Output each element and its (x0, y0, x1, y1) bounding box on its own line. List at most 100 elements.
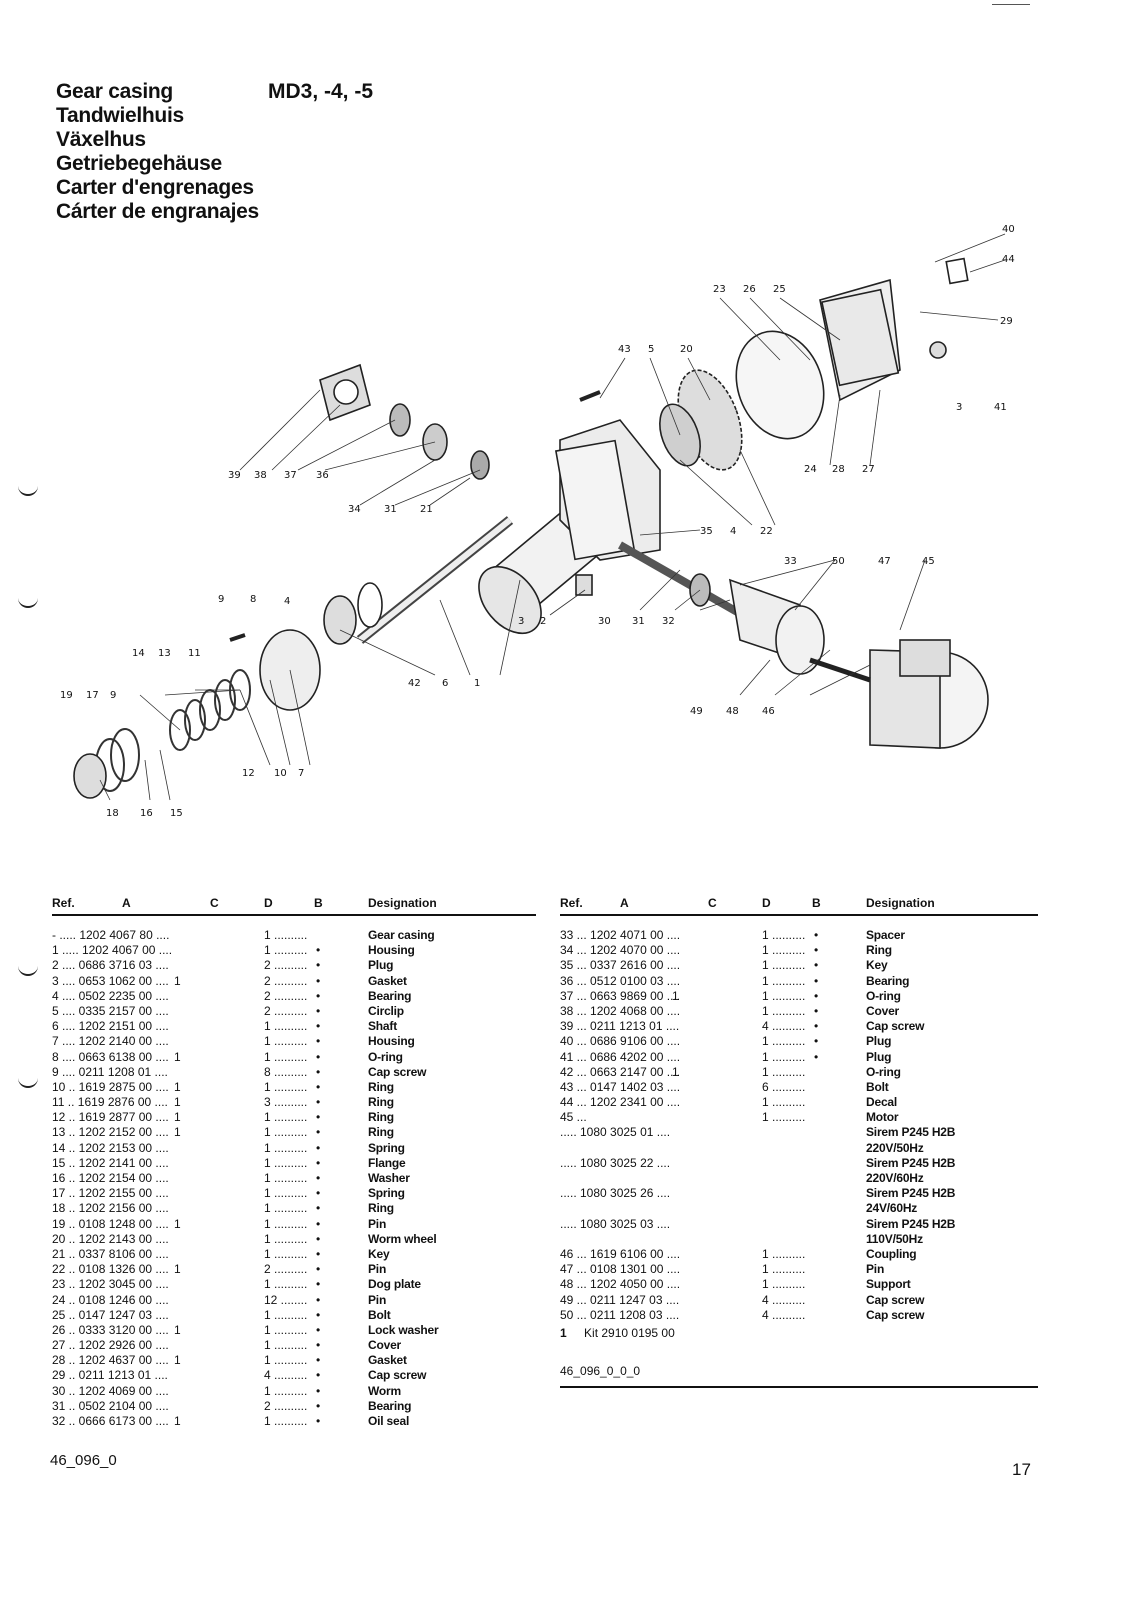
part-ref: 41 ... 0686 4202 00 .... (560, 1049, 681, 1064)
callout-number: 9 (218, 594, 224, 605)
qty-d: 1 .......... (762, 943, 806, 958)
part-designation: Bolt (368, 1307, 391, 1322)
part-ref: 3 .... 0653 1062 00 .... (52, 973, 169, 988)
callout-number: 47 (878, 556, 891, 567)
table-row: 41 ... 0686 4202 00 ....1 ..........•Plu… (560, 1050, 1038, 1065)
marker-b: • (316, 1246, 321, 1261)
marker-b: • (316, 1216, 321, 1231)
qty-d: 1 .......... (264, 1171, 308, 1185)
part-designation: Cap screw (368, 1368, 427, 1383)
marker-b: • (316, 988, 321, 1003)
part-ref: 24 .. 0108 1246 00 .... (52, 1292, 169, 1307)
marker-b: • (814, 1034, 819, 1049)
marker-b: • (316, 1125, 321, 1140)
qty-d: 1 .......... (264, 1125, 308, 1140)
qty-d: 1 .......... (762, 1262, 806, 1277)
marker-b: • (316, 1398, 321, 1413)
part-designation: Ring (368, 1095, 394, 1110)
marker-b: • (316, 1277, 321, 1292)
col-ref-header: Ref. (52, 896, 75, 910)
part-designation: Motor (866, 1110, 899, 1125)
table-row: 35 ... 0337 2616 00 ....1 ..........•Key (560, 958, 1038, 973)
callout-number: 10 (274, 768, 287, 779)
part-designation: Spring (368, 1140, 405, 1155)
callout-number: 17 (86, 690, 99, 701)
qty-d: 1 .......... (264, 928, 308, 942)
marker-b: • (814, 1049, 819, 1064)
table-row: 49 ... 0211 1247 03 ....4 ..........Cap … (560, 1293, 1038, 1308)
marker-b: • (316, 1171, 321, 1185)
part-designation: Sirem P245 H2B (866, 1125, 956, 1140)
qty-d: 1 .......... (264, 1353, 308, 1368)
table-row: 25 .. 0147 1247 03 ....1 ..........•Bolt (52, 1308, 536, 1323)
part-designation: Sirem P245 H2B (866, 1186, 956, 1201)
callout-number: 41 (994, 402, 1007, 413)
part-designation: Gear casing (368, 928, 435, 942)
table-row: 9 .... 0211 1208 01 ....8 ..........•Cap… (52, 1065, 536, 1080)
qty-d: 1 .......... (264, 1201, 308, 1216)
table-row: 14 .. 1202 2153 00 ....1 ..........•Spri… (52, 1141, 536, 1156)
part-ref: 29 .. 0211 1213 01 .... (52, 1368, 168, 1383)
qty-a: 1 (174, 1322, 181, 1337)
part-designation: Worm (368, 1383, 401, 1398)
part-designation: Dog plate (368, 1277, 421, 1292)
marker-b: • (316, 1322, 321, 1337)
marker-b: • (316, 1034, 321, 1049)
qty-a: 1 (174, 1414, 181, 1428)
qty-d: 1 .......... (264, 1277, 308, 1292)
table-row: ..... 1080 3025 01 ....Sirem P245 H2B (560, 1125, 1038, 1140)
marker-b: • (316, 1353, 321, 1368)
part-ref: 10 .. 1619 2875 00 .... (52, 1079, 169, 1094)
callout-number: 19 (60, 690, 73, 701)
part-ref: 49 ... 0211 1247 03 .... (560, 1292, 680, 1307)
table-row: 1 ..... 1202 4067 00 ....1 ..........•Ho… (52, 943, 536, 958)
table-row: 44 ... 1202 2341 00 ....1 ..........Deca… (560, 1095, 1038, 1110)
part-ref: 37 ... 0663 9869 00 .... (560, 988, 681, 1003)
col-b-header: B (314, 896, 323, 910)
part-designation: Plug (866, 1049, 892, 1064)
table-row: 23 .. 1202 3045 00 .... 1 .......... • Dog … (52, 1277, 536, 1292)
qty-d: 1 .......... (762, 1003, 806, 1018)
marker-b: • (316, 1338, 321, 1353)
callout-number: 35 (700, 526, 713, 537)
qty-d: 4 .......... (762, 1307, 806, 1322)
page-number: 17 (1012, 1460, 1031, 1479)
callout-number: 1 (474, 678, 480, 689)
callout-number: 22 (760, 526, 773, 537)
col-designation-header: Designation (866, 896, 935, 910)
callout-number: 48 (726, 706, 739, 717)
part-ref: 17 .. 1202 2155 00 .... (52, 1186, 169, 1201)
title-de: Getriebegehäuse (56, 152, 222, 175)
callout-number: 31 (384, 504, 397, 515)
part-ref: 50 ... 0211 1208 03 .... (560, 1307, 680, 1322)
callout-number: 49 (690, 706, 703, 717)
marker-b: • (316, 1368, 321, 1383)
marker-b: • (316, 1140, 321, 1155)
marker-b: • (316, 1307, 321, 1322)
part-ref: 23 .. 1202 3045 00 .... (52, 1277, 169, 1292)
part-ref: 2 .... 0686 3716 03 .... (52, 958, 169, 973)
part-designation: Circlip (368, 1003, 404, 1018)
part-ref: 38 ... 1202 4068 00 .... (560, 1003, 681, 1018)
margin-mark (18, 966, 38, 976)
part-designation: Sirem P245 H2B (866, 1216, 956, 1231)
qty-d: 1 .......... (264, 1414, 308, 1428)
callout-number: 3 (956, 402, 962, 413)
table-row: 29 .. 0211 1213 01 ....4 ..........•Cap … (52, 1368, 536, 1383)
title-es: Cárter de engranajes (56, 200, 259, 223)
callout-number: 27 (862, 464, 875, 475)
part-designation: 220V/60Hz (866, 1171, 924, 1185)
table-header: Ref. A C D B Designation (52, 894, 536, 916)
marker-b: • (316, 1292, 321, 1307)
part-ref: 14 .. 1202 2153 00 .... (52, 1140, 169, 1155)
qty-a: 1 (174, 1079, 181, 1094)
part-designation: Cover (866, 1003, 900, 1018)
part-designation: Gasket (368, 1353, 407, 1368)
part-ref: 47 ... 0108 1301 00 .... (560, 1262, 681, 1277)
qty-a: 1 (174, 1125, 181, 1140)
col-designation-header: Designation (368, 896, 437, 910)
callout-number: 45 (922, 556, 935, 567)
